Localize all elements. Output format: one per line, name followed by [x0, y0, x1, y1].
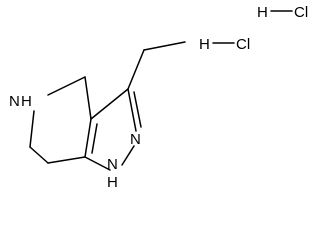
bond-c6-nh	[29, 110, 35, 148]
hcl-2-chlorine-label: Cl	[236, 36, 250, 53]
bond-c3-ch2	[127, 49, 145, 90]
pyrazole-n1-hydrogen-label: H	[107, 174, 118, 191]
bond-c3a-c3	[90, 88, 129, 120]
pyrazole-ring	[84, 88, 142, 171]
bond-c3-n2	[127, 88, 137, 132]
ethyl-group	[127, 41, 186, 90]
bond-c7-c6	[29, 146, 49, 164]
bond-c3a-c7a-double	[91, 123, 98, 154]
chemical-structure-diagram: H Cl H Cl N H N N H	[9, 4, 308, 191]
bond-ch2-ch3	[143, 41, 186, 51]
nh-nitrogen-label: N	[9, 93, 20, 110]
pyrazole-n2-label: N	[130, 131, 141, 148]
atom-labels: N H N N H	[9, 93, 141, 191]
pyrazole-n1-label: N	[107, 156, 118, 173]
bond-c3a-c7a	[84, 118, 92, 158]
bond-c3-n2-double	[133, 91, 142, 128]
bond-nh-c4	[47, 76, 86, 96]
bond-c4-c3a	[84, 76, 92, 120]
hcl-1-chlorine-label: Cl	[294, 4, 308, 21]
hcl-salt-1: H Cl	[257, 4, 308, 21]
nh-hydrogen-label: H	[21, 93, 32, 110]
bond-n2-n1	[121, 145, 135, 166]
hcl-salt-2: H Cl	[199, 36, 250, 53]
piperidine-ring	[29, 76, 92, 164]
hcl-2-hydrogen-label: H	[199, 36, 210, 53]
hcl-1-hydrogen-label: H	[257, 4, 268, 21]
bond-c7a-c7	[47, 156, 86, 164]
bond-n1-c7a	[84, 156, 111, 171]
